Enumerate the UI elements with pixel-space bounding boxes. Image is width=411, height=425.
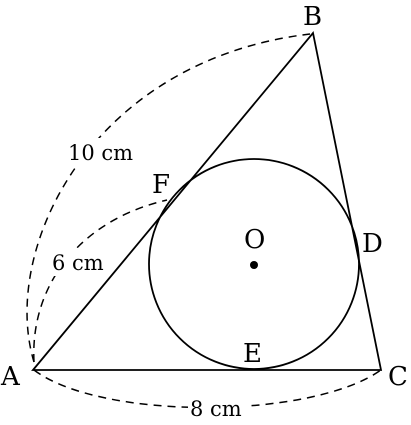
label-length-ac: 8 cm (190, 397, 242, 421)
label-backdrop-af (50, 248, 110, 276)
label-point-f: F (152, 170, 170, 200)
triangle-abc (31, 30, 383, 371)
label-length-af: 6 cm (52, 251, 104, 275)
center-dot (250, 261, 258, 269)
label-point-b: B (303, 2, 322, 32)
label-point-d: D (362, 229, 383, 259)
label-point-a: A (0, 362, 21, 392)
label-backdrop-ab (66, 138, 140, 166)
incircle (148, 158, 360, 370)
dimension-arc-af (33, 199, 168, 363)
label-point-c: C (388, 362, 408, 392)
dimension-arc-ab (26, 33, 311, 363)
label-backdrop-ac (188, 395, 248, 423)
label-point-o: O (244, 225, 265, 255)
label-length-ab: 10 cm (68, 141, 133, 165)
label-point-e: E (243, 339, 262, 369)
